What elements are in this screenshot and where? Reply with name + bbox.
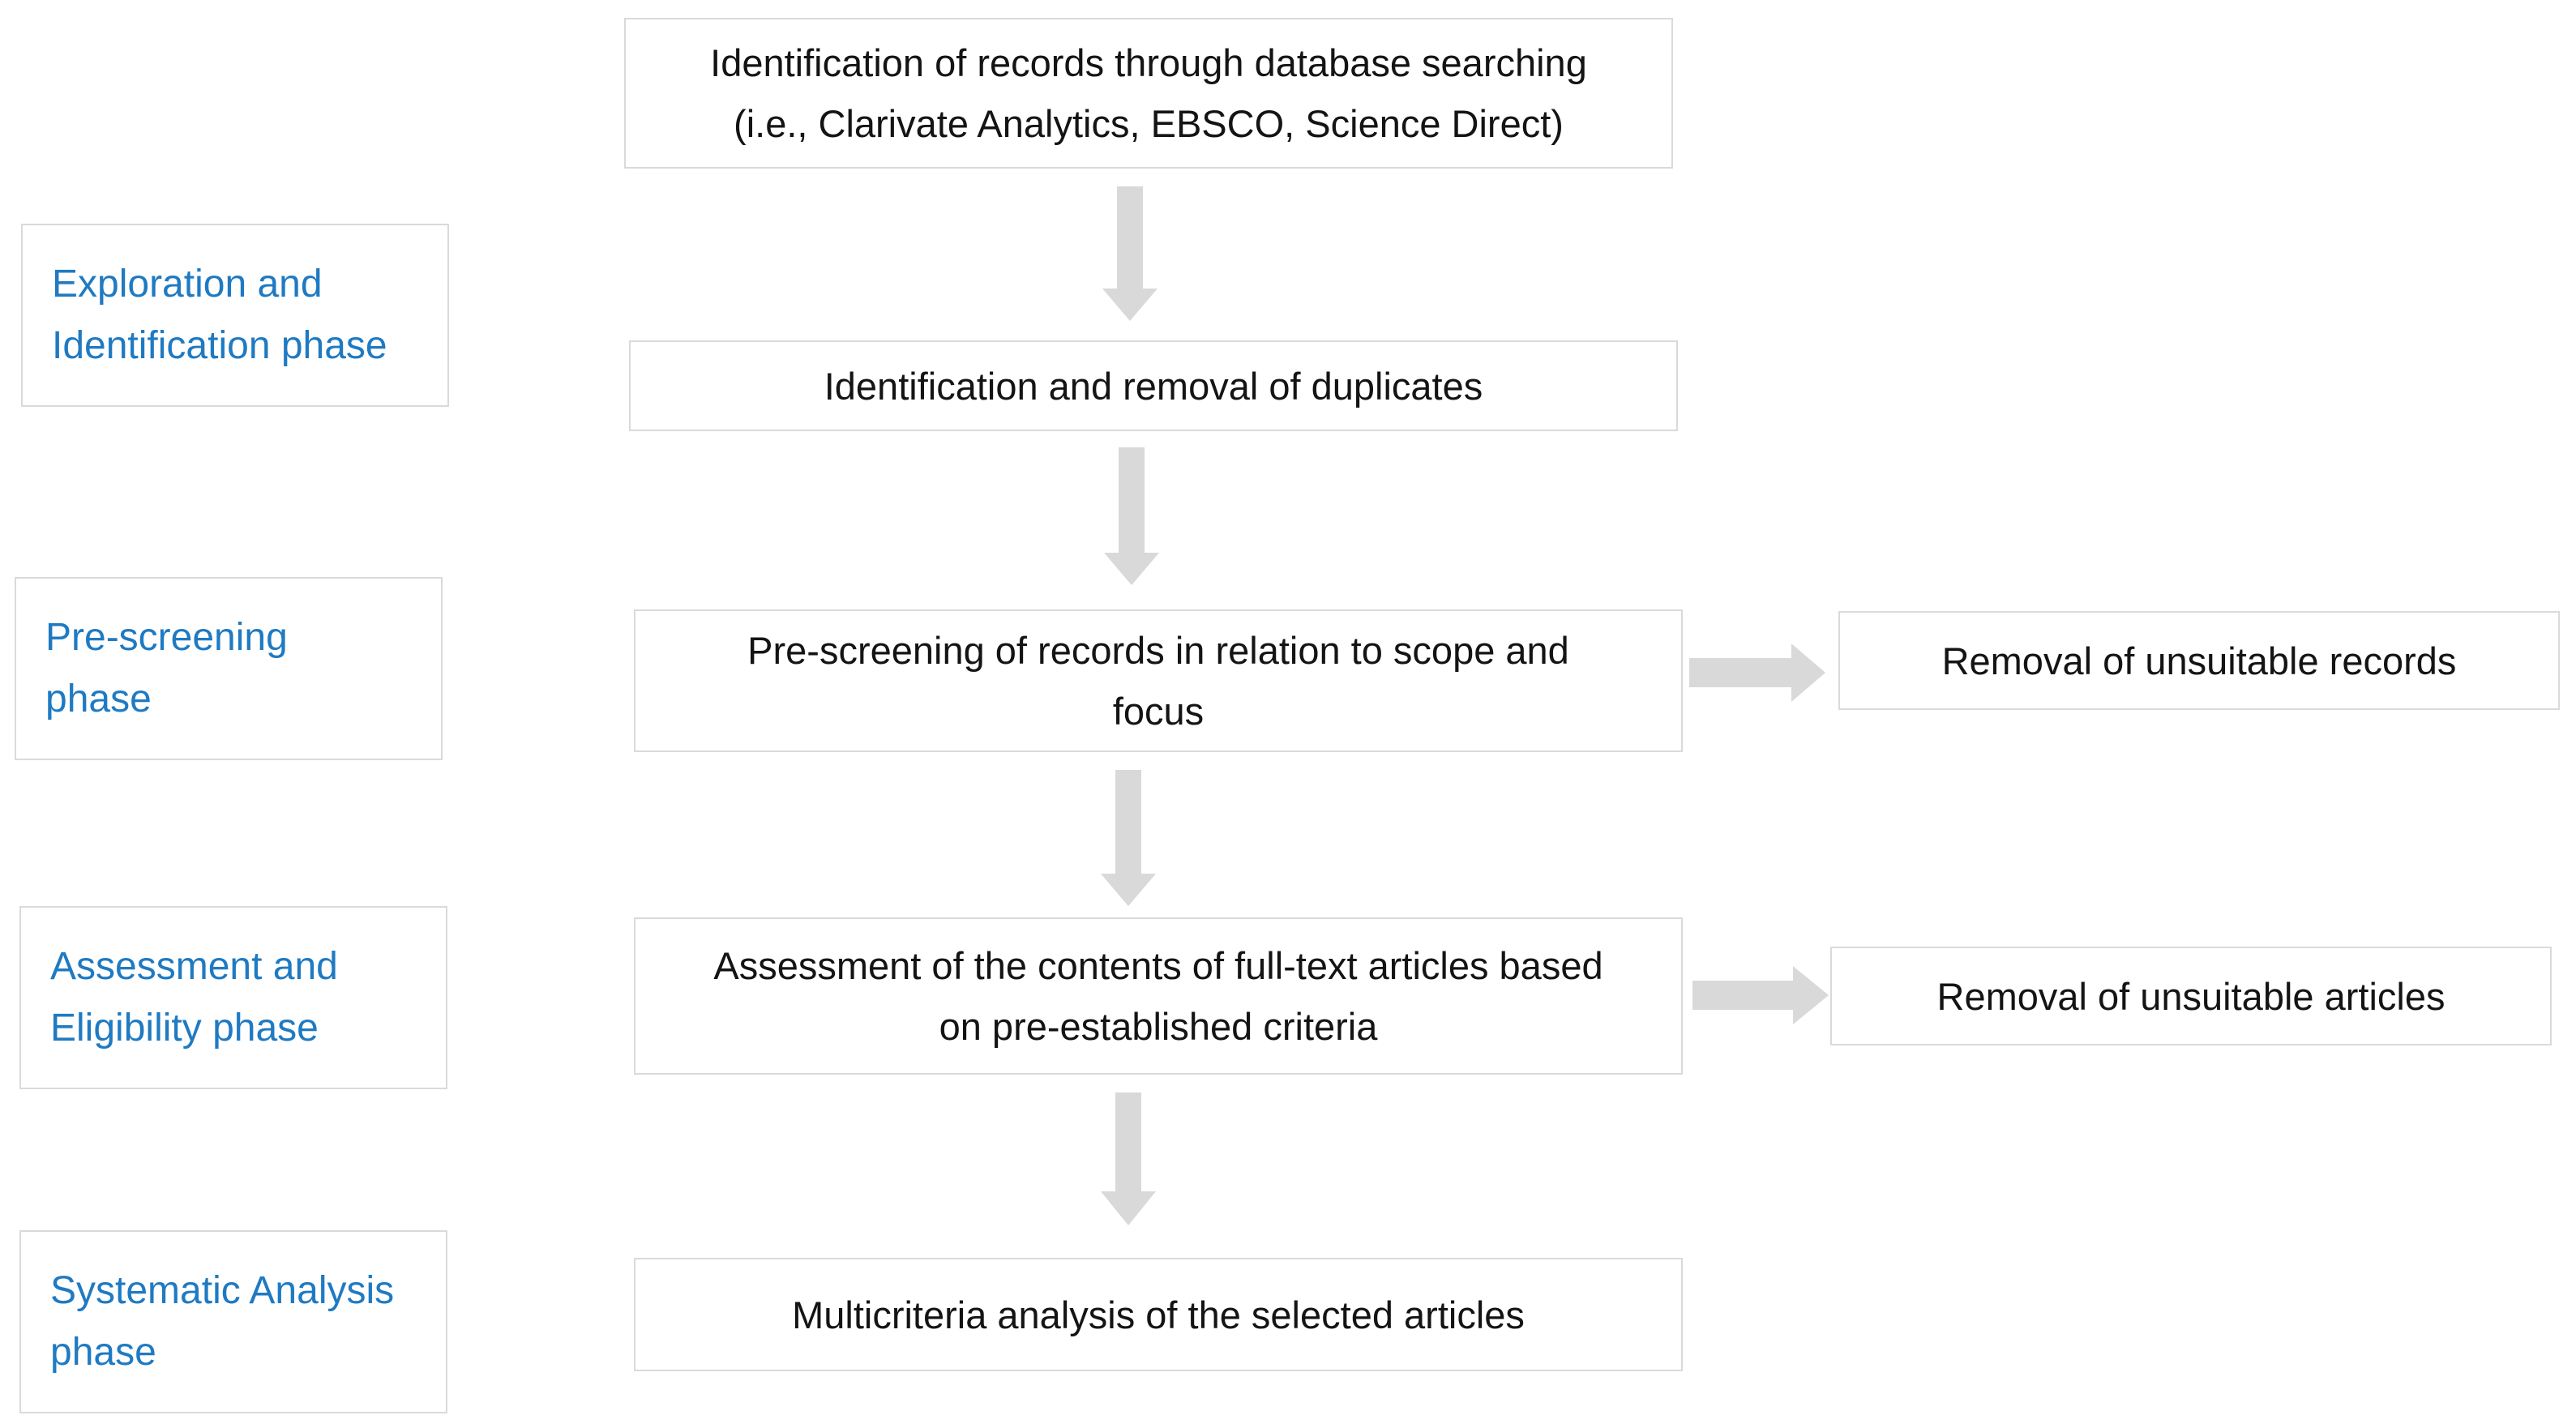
step-label-line1: Identification of records through databa… [710, 41, 1587, 84]
step-label-line1: Pre-screening of records in relation to … [747, 629, 1569, 672]
arrow-down-2 [1104, 447, 1159, 585]
removal-box-records: Removal of unsuitable records [1838, 611, 2560, 710]
phase-label: Exploration and Identification phase [52, 254, 387, 377]
step-label-line1: Identification and removal of duplicates [824, 364, 1483, 408]
step-box-database-search: Identification of records through databa… [624, 18, 1673, 169]
step-label-line2: (i.e., Clarivate Analytics, EBSCO, Scien… [734, 102, 1564, 145]
phase-box-systematic-analysis: Systematic Analysis phase [19, 1230, 447, 1413]
phase-label-line2: phase [50, 1331, 156, 1374]
phase-label-line1: Exploration and [52, 263, 323, 306]
phase-label-line1: Pre-screening [45, 616, 288, 659]
phase-box-prescreening: Pre-screening phase [15, 577, 443, 760]
phase-label-line1: Assessment and [50, 945, 338, 988]
arrow-down-3 [1101, 770, 1156, 906]
phase-box-assessment: Assessment and Eligibility phase [19, 906, 447, 1089]
step-label-line1: Assessment of the contents of full-text … [713, 944, 1603, 987]
arrow-right-1 [1689, 643, 1825, 702]
step-box-assessment: Assessment of the contents of full-text … [634, 917, 1683, 1075]
arrow-down-1 [1102, 186, 1157, 321]
step-label: Pre-screening of records in relation to … [747, 620, 1569, 742]
step-label-line2: focus [1112, 690, 1205, 733]
phase-label-line2: Eligibility phase [50, 1007, 319, 1050]
step-box-prescreening: Pre-screening of records in relation to … [634, 609, 1683, 752]
phase-label-line1: Systematic Analysis [50, 1269, 395, 1312]
step-box-duplicates: Identification and removal of duplicates [629, 340, 1678, 431]
phase-label: Assessment and Eligibility phase [50, 936, 338, 1059]
step-label-line1: Multicriteria analysis of the selected a… [792, 1293, 1525, 1336]
phase-box-exploration: Exploration and Identification phase [21, 224, 449, 407]
step-label: Identification and removal of duplicates [824, 356, 1483, 417]
arrow-right-2 [1692, 966, 1829, 1024]
phase-label-line2: phase [45, 678, 152, 720]
phase-label: Systematic Analysis phase [50, 1260, 394, 1383]
phase-label: Pre-screening phase [45, 607, 288, 730]
removal-label: Removal of unsuitable records [1941, 639, 2457, 682]
phase-label-line2: Identification phase [52, 324, 387, 367]
step-label: Multicriteria analysis of the selected a… [792, 1285, 1525, 1345]
step-box-multicriteria: Multicriteria analysis of the selected a… [634, 1258, 1683, 1371]
step-label: Assessment of the contents of full-text … [713, 935, 1603, 1057]
removal-box-articles: Removal of unsuitable articles [1830, 947, 2552, 1045]
step-label-line2: on pre-established criteria [939, 1005, 1378, 1048]
removal-label: Removal of unsuitable articles [1936, 974, 2445, 1018]
step-label: Identification of records through databa… [710, 32, 1587, 154]
arrow-down-4 [1101, 1092, 1156, 1225]
